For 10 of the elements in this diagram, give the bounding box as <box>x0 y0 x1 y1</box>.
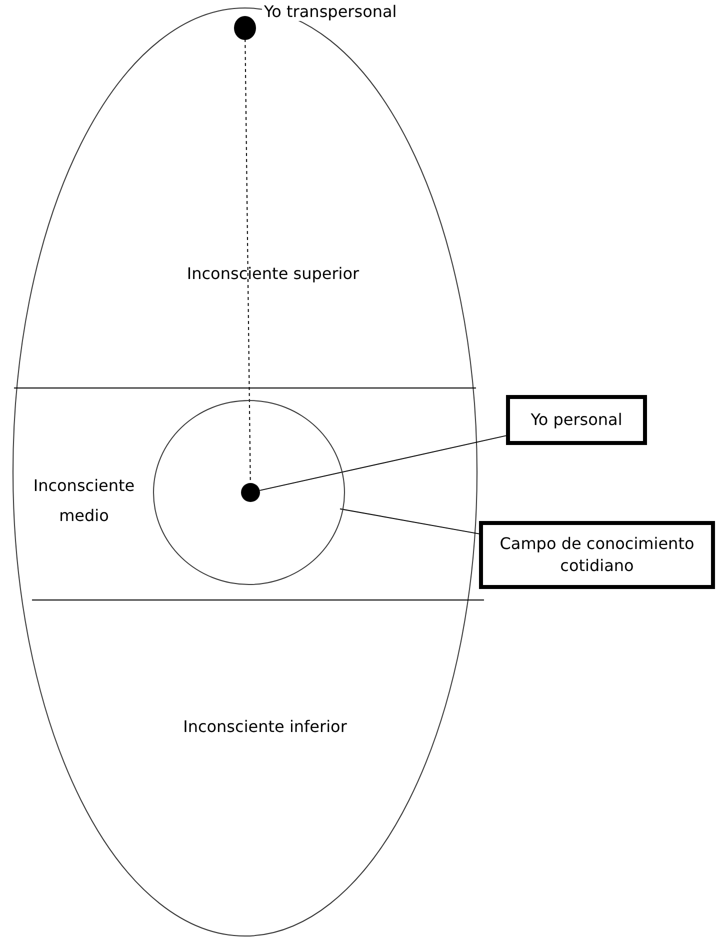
dot <box>234 16 256 40</box>
region-label: Inconsciente inferior <box>182 716 348 738</box>
region-label: Inconsciente superior <box>186 263 360 285</box>
dot <box>241 483 260 502</box>
circle <box>153 400 345 585</box>
label-box: Campo de conocimiento cotidiano <box>479 521 715 589</box>
label-box: Yo personal <box>506 395 647 445</box>
leader-line <box>259 435 506 491</box>
region-label: Inconsciente medio <box>32 475 136 528</box>
leader-line <box>340 508 480 534</box>
